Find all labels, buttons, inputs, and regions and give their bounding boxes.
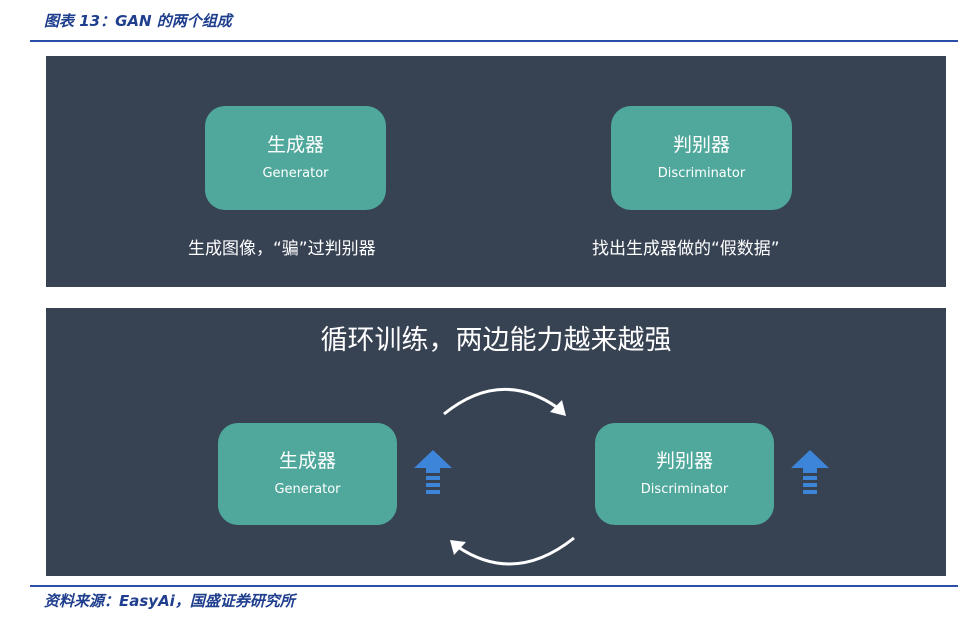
up-arrow-icon	[414, 450, 452, 494]
generator-node-loop: 生成器 Generator	[218, 423, 397, 525]
gan-components-panel: 生成器 Generator 判别器 Discriminator 生成图像，“骗”…	[46, 56, 946, 287]
figure-title: 图表 13：GAN 的两个组成	[44, 12, 232, 30]
bottom-divider	[30, 585, 958, 587]
discriminator-node: 判别器 Discriminator	[611, 106, 792, 210]
discriminator-loop-label-en: Discriminator	[640, 482, 729, 497]
up-arrow-icon	[791, 450, 829, 494]
generator-loop-label-cn: 生成器	[278, 450, 336, 472]
cycle-arrow-top-icon	[443, 388, 566, 416]
discriminator-loop-label-cn: 判别器	[655, 450, 713, 472]
discriminator-node-loop: 判别器 Discriminator	[595, 423, 774, 525]
generator-node: 生成器 Generator	[205, 106, 386, 210]
discriminator-label-cn: 判别器	[672, 134, 730, 156]
generator-loop-label-en: Generator	[274, 482, 341, 497]
generator-label-en: Generator	[262, 166, 329, 181]
source-note: 资料来源：EasyAi，国盛证券研究所	[44, 592, 295, 610]
discriminator-caption: 找出生成器做的“假数据”	[592, 239, 780, 259]
cycle-arrow-bottom-icon	[450, 536, 575, 566]
generator-caption: 生成图像，“骗”过判别器	[188, 239, 376, 259]
top-divider	[30, 40, 958, 42]
training-headline: 循环训练，两边能力越来越强	[320, 325, 672, 356]
discriminator-label-en: Discriminator	[657, 166, 746, 181]
training-loop-panel: 循环训练，两边能力越来越强 生成器 Generator 判别器 Discrimi…	[46, 308, 946, 576]
generator-label-cn: 生成器	[266, 134, 324, 156]
